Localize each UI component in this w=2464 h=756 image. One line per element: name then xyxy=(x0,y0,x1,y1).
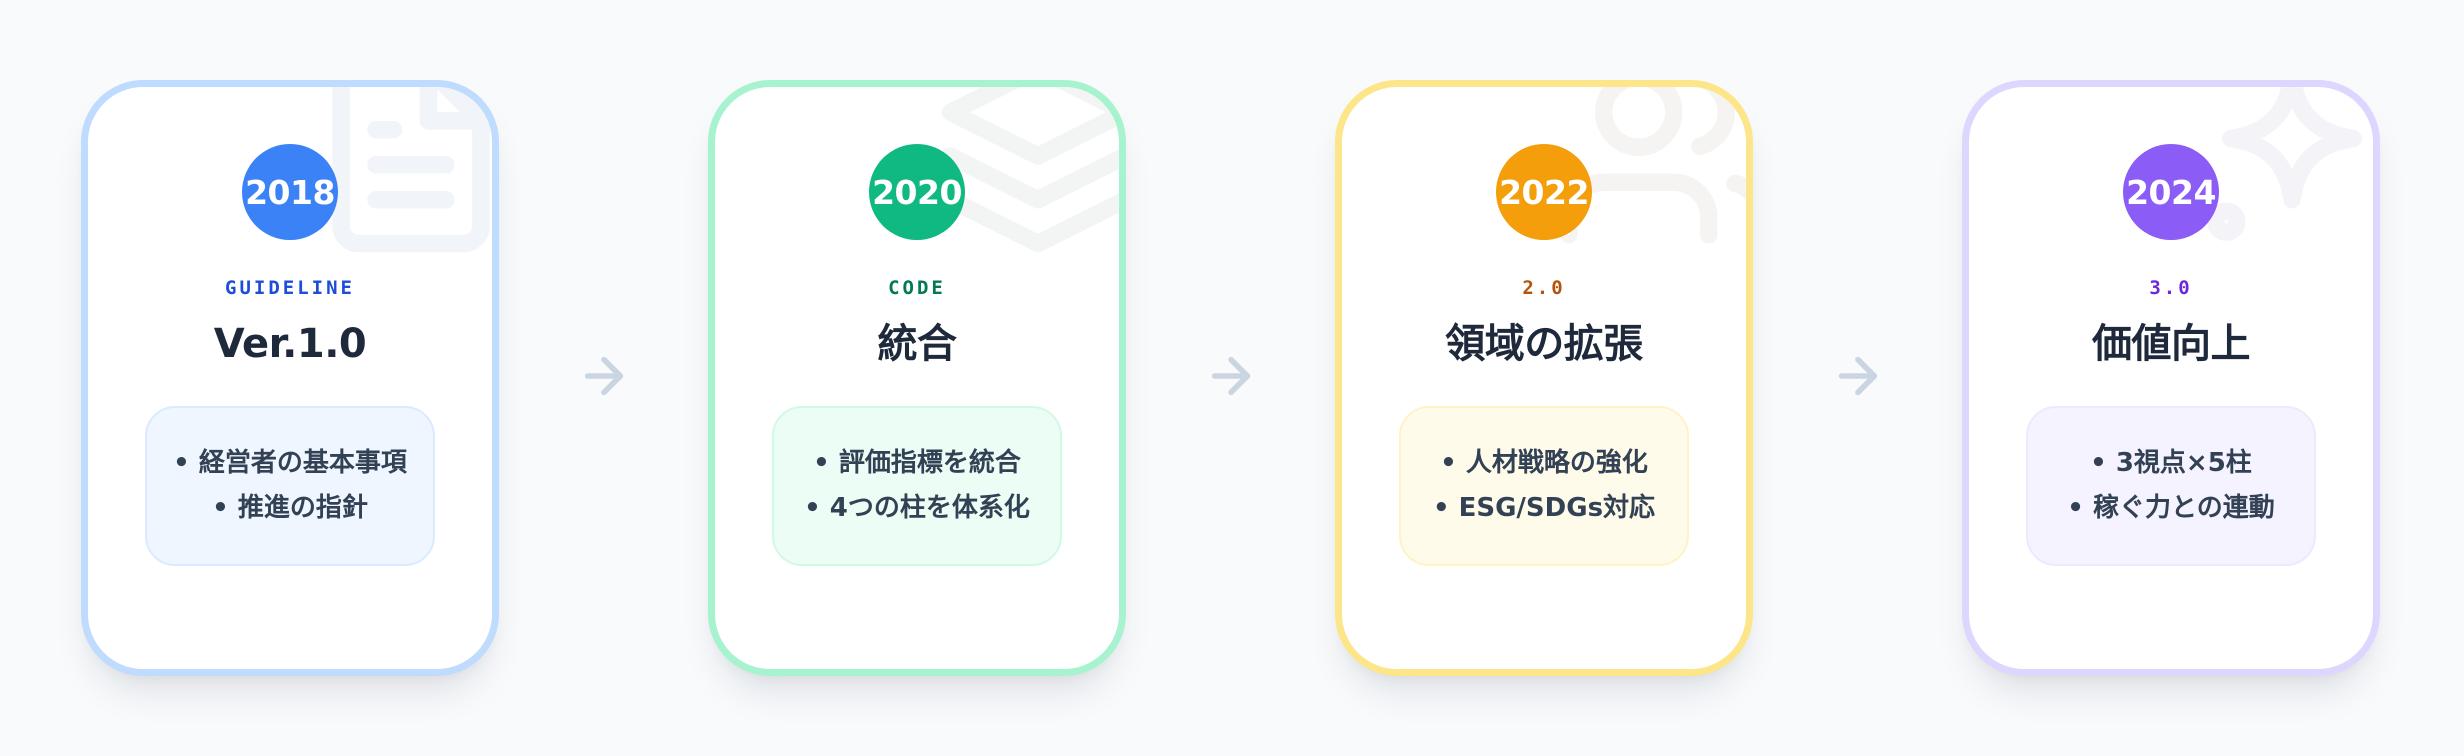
version-tag: CODE xyxy=(888,277,946,299)
year-badge: 2022 xyxy=(1496,144,1592,240)
card-title: 統合 xyxy=(877,321,958,367)
arrow-right-icon xyxy=(1211,356,1250,396)
timeline-card-2024: 2024 3.0 価値向上 • 3視点×5柱 • 稼ぐ力との連動 xyxy=(1962,80,2380,676)
bullet-item: • 評価指標を統合 xyxy=(813,448,1021,478)
timeline-connector xyxy=(1126,80,1335,676)
version-tag: GUIDELINE xyxy=(225,277,355,299)
card-title: 領域の拡張 xyxy=(1445,321,1643,367)
bullet-item: • 推進の指針 xyxy=(212,493,368,523)
bullet-item: • 4つの柱を体系化 xyxy=(804,493,1030,523)
bullet-item: • 人材戦略の強化 xyxy=(1440,448,1648,478)
bullet-box: • 経営者の基本事項 • 推進の指針 xyxy=(145,406,435,566)
bullet-box: • 人材戦略の強化 • ESG/SDGs対応 xyxy=(1399,406,1689,566)
card-title: 価値向上 xyxy=(2092,321,2251,367)
year-badge: 2020 xyxy=(869,144,965,240)
timeline-connector xyxy=(1753,80,1962,676)
version-tag: 2.0 xyxy=(1522,277,1566,299)
bullet-item: • ESG/SDGs対応 xyxy=(1432,493,1656,523)
bullet-item: • 経営者の基本事項 xyxy=(173,448,407,478)
bullet-box: • 評価指標を統合 • 4つの柱を体系化 xyxy=(772,406,1062,566)
bullet-box: • 3視点×5柱 • 稼ぐ力との連動 xyxy=(2026,406,2316,566)
timeline: 2018 GUIDELINE Ver.1.0 • 経営者の基本事項 • 推進の指… xyxy=(81,80,2380,676)
timeline-card-2020: 2020 CODE 統合 • 評価指標を統合 • 4つの柱を体系化 xyxy=(708,80,1126,676)
bullet-item: • 3視点×5柱 xyxy=(2090,448,2252,478)
arrow-right-icon xyxy=(1838,356,1877,396)
card-title: Ver.1.0 xyxy=(213,321,367,367)
arrow-right-icon xyxy=(584,356,623,396)
year-badge: 2024 xyxy=(2123,144,2219,240)
timeline-connector xyxy=(499,80,708,676)
timeline-card-2022: 2022 2.0 領域の拡張 • 人材戦略の強化 • ESG/SDGs対応 xyxy=(1335,80,1753,676)
timeline-card-2018: 2018 GUIDELINE Ver.1.0 • 経営者の基本事項 • 推進の指… xyxy=(81,80,499,676)
version-tag: 3.0 xyxy=(2149,277,2193,299)
bullet-item: • 稼ぐ力との連動 xyxy=(2067,493,2275,523)
year-badge: 2018 xyxy=(242,144,338,240)
